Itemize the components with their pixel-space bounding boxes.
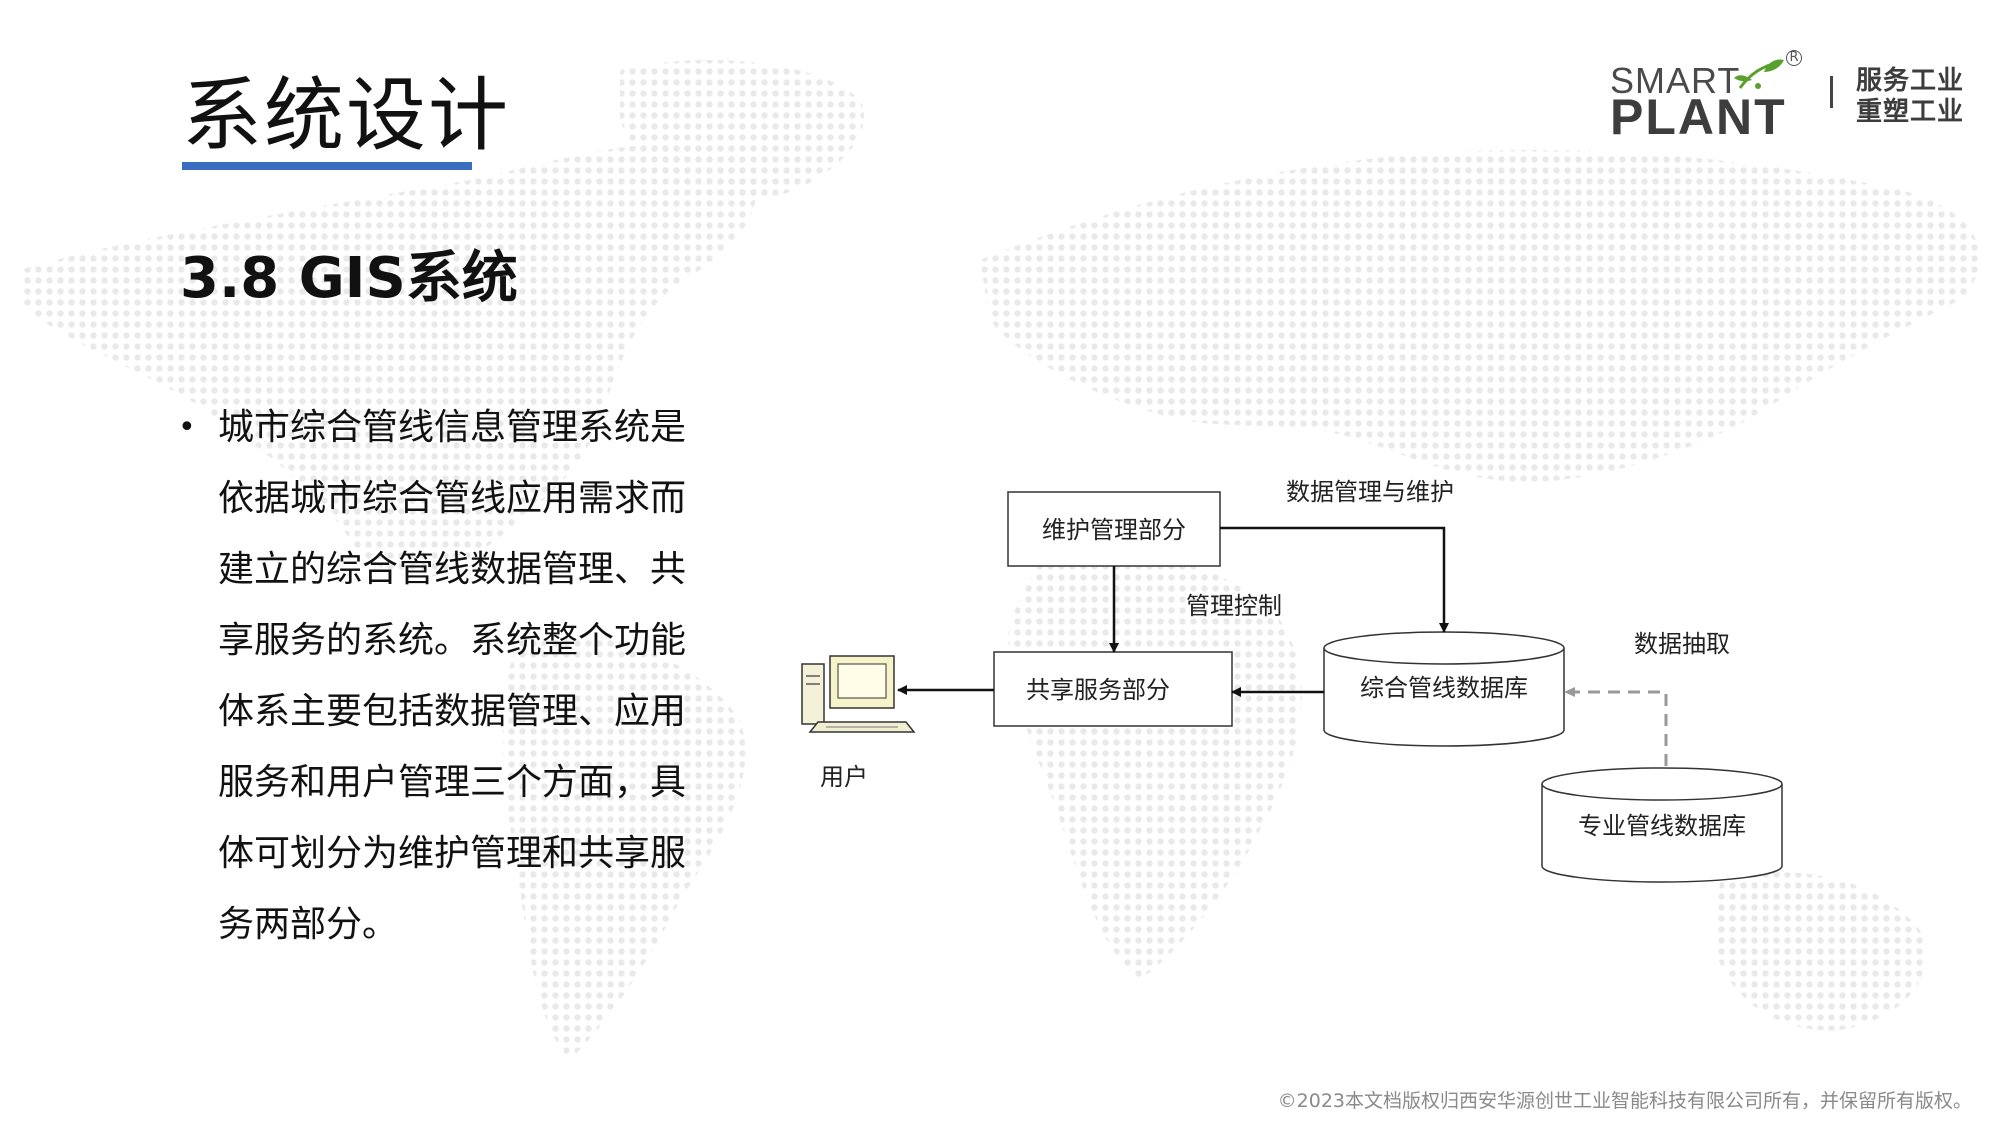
company-logo: SMART PLANT R 服务工业 重塑工业 <box>1610 50 1970 145</box>
edge-label-data-management: 数据管理与维护 <box>1286 478 1454 506</box>
node-maintenance: 维护管理部分 <box>1007 491 1221 567</box>
node-integrated-db: 综合管线数据库 <box>1323 631 1565 747</box>
edge-label-data-extraction: 数据抽取 <box>1634 630 1730 658</box>
node-specialized-db-label: 专业管线数据库 <box>1578 812 1746 840</box>
logo-slogan: 服务工业 重塑工业 <box>1856 66 1964 128</box>
edge-maintenance-to-integrated-db <box>1220 526 1449 633</box>
edge-data-extraction <box>1564 687 1668 766</box>
logo-word-smart: SMART <box>1610 60 1741 101</box>
sprout-icon <box>1734 59 1784 89</box>
copyright-notice: ©2023本文档版权归西安华源创世工业智能科技有限公司所有，并保留所有版权。 <box>1277 1090 1972 1112</box>
node-integrated-db-label: 综合管线数据库 <box>1360 674 1528 702</box>
edge-label-management-control: 管理控制 <box>1186 592 1282 620</box>
body-text-block: • 城市综合管线信息管理系统是依据城市综合管线应用需求而建立的综合管线数据管理、… <box>178 392 718 960</box>
node-shared-service: 共享服务部分 <box>993 651 1233 727</box>
node-user-label: 用户 <box>820 763 868 791</box>
computer-icon <box>801 655 916 733</box>
bullet-dot: • <box>178 410 196 445</box>
node-specialized-db: 专业管线数据库 <box>1541 767 1783 883</box>
section-heading: 3.8 GIS系统 <box>180 246 518 311</box>
slogan-line-1: 服务工业 <box>1856 66 1965 96</box>
registered-mark: R <box>1786 50 1802 66</box>
node-maintenance-label: 维护管理部分 <box>1042 516 1186 544</box>
body-paragraph: 城市综合管线信息管理系统是依据城市综合管线应用需求而建立的综合管线数据管理、共享… <box>218 407 687 945</box>
logo-word-plant: PLANT <box>1610 89 1787 145</box>
logo-divider <box>1830 76 1833 108</box>
slogan-line-2: 重塑工业 <box>1856 97 1965 127</box>
title-underline <box>182 162 472 170</box>
node-shared-service-label: 共享服务部分 <box>1026 676 1170 704</box>
slide-title: 系统设计 <box>182 69 510 162</box>
